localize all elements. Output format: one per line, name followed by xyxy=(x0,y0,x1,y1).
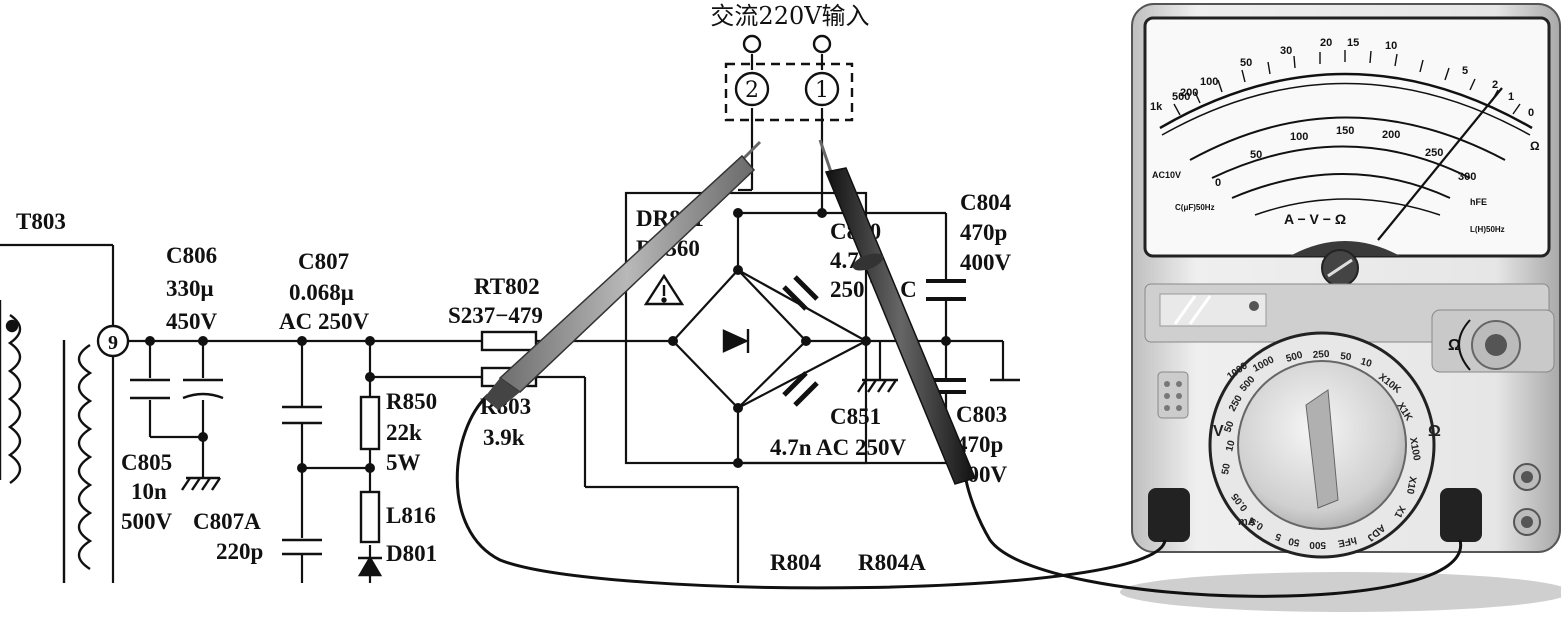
dial-ohm-symbol: Ω xyxy=(1428,423,1441,440)
c805-value: 10n xyxy=(131,479,167,504)
r850-power: 5W xyxy=(386,450,421,475)
plug-red-probe[interactable] xyxy=(1148,488,1190,542)
r850-name: R850 xyxy=(386,389,437,414)
warning-icon xyxy=(643,273,685,306)
t803-label: T803 xyxy=(16,209,66,234)
dial-range-x1: X1 xyxy=(1391,504,1407,520)
dial-range-50v: 50 xyxy=(1340,351,1353,363)
scale-dcv-150: 150 xyxy=(1336,125,1354,137)
terminal-post-2 xyxy=(742,34,762,54)
dial-range-x10: X10 xyxy=(1404,475,1418,495)
r804-label: R804 xyxy=(770,550,822,575)
scale-dcv-200: 200 xyxy=(1382,129,1400,141)
c804-voltage: 400V xyxy=(960,250,1012,275)
scale-top-2: 2 xyxy=(1492,79,1498,91)
c803-name: C803 xyxy=(956,402,1007,427)
junction-dots xyxy=(145,208,951,473)
dial-range-5ma: 5 xyxy=(1274,530,1283,542)
input-title: 交流220V输入 xyxy=(710,2,869,30)
scale-top-15: 15 xyxy=(1347,37,1359,49)
scale-top-100: 100 xyxy=(1200,76,1218,88)
scale-left-200: 200 xyxy=(1180,87,1198,99)
meter-display xyxy=(1143,16,1551,258)
dial-range-500ma: 500 xyxy=(1309,539,1326,550)
dial-range-500v: 500 xyxy=(1285,350,1304,365)
c804-value: 470p xyxy=(960,220,1007,245)
c851-value: 4.7n AC 250V xyxy=(770,435,906,460)
r850-value: 22k xyxy=(386,420,422,445)
d801-label: D801 xyxy=(386,541,437,566)
dial-range-10acv: 10 xyxy=(1224,439,1237,453)
probe-leads xyxy=(455,393,1462,598)
label-ac10v: AC10V xyxy=(1152,170,1181,180)
pin-9-label: 9 xyxy=(108,332,118,354)
label-hfe: hFE xyxy=(1470,197,1487,207)
rt802-name: RT802 xyxy=(474,274,540,299)
scale-left-1k: 1k xyxy=(1150,101,1163,113)
scale-top-5: 5 xyxy=(1462,65,1468,77)
dial-v-symbol: V xyxy=(1213,423,1224,440)
terminal-1 xyxy=(804,71,840,107)
dial-range-10v: 10 xyxy=(1359,356,1373,370)
input-terminal-box xyxy=(724,62,854,122)
needle-pivot-cover xyxy=(1290,241,1400,256)
scale-dcv-50: 50 xyxy=(1250,149,1262,161)
probe-grey[interactable] xyxy=(484,140,762,410)
c806-name: C806 xyxy=(166,243,217,268)
c807-name: C807 xyxy=(298,249,349,274)
terminal-2 xyxy=(734,71,770,107)
transformer-windings xyxy=(0,300,93,583)
plug-black-probe[interactable] xyxy=(1440,488,1482,542)
scale-dcv-100: 100 xyxy=(1290,131,1308,143)
r803-value: 3.9k xyxy=(483,425,525,450)
c807a-name: C807A xyxy=(193,509,261,534)
c805-voltage: 500V xyxy=(121,509,173,534)
ohm-adjust-label: Ω xyxy=(1448,337,1461,354)
l816-label: L816 xyxy=(386,503,436,528)
terminal-2-label: 2 xyxy=(745,78,759,103)
scale-top-30: 30 xyxy=(1280,45,1292,57)
label-inductance: L(H)50Hz xyxy=(1470,225,1505,234)
dial-range-x100: X100 xyxy=(1407,437,1422,462)
scale-top-500: 500 xyxy=(1172,91,1190,103)
dial-range-50acv: 50 xyxy=(1222,419,1236,434)
c807-voltage: AC 250V xyxy=(279,309,369,334)
dial-ma-symbol: mA xyxy=(1238,516,1256,528)
dial-range-50ma: 50 xyxy=(1287,535,1300,548)
scale-dcv-250: 250 xyxy=(1425,147,1443,159)
scale-top-50: 50 xyxy=(1240,57,1252,69)
dial-range-250v: 250 xyxy=(1312,349,1330,361)
scale-top-20: 20 xyxy=(1320,37,1332,49)
c851-name: C851 xyxy=(830,404,881,429)
multimeter: 500 100 50 30 20 15 10 5 2 1 0 1k 200 0 … xyxy=(1120,3,1561,612)
scale-dcv-300: 300 xyxy=(1458,171,1476,183)
dial-range-50ua: 50 xyxy=(1220,462,1233,475)
schematic-wires xyxy=(0,54,1005,583)
c804-name: C804 xyxy=(960,190,1012,215)
r804a-label: R804A xyxy=(858,550,926,575)
c806-voltage: 450V xyxy=(166,309,218,334)
c807-value: 0.068μ xyxy=(289,280,354,305)
probe-black[interactable] xyxy=(818,139,977,485)
label-capacitance: C(μF)50Hz xyxy=(1175,203,1215,212)
range-selector-pointer xyxy=(1305,389,1339,509)
scale-top-0: 0 xyxy=(1528,107,1534,119)
c805-name: C805 xyxy=(121,450,172,475)
ground-symbols xyxy=(181,378,1020,491)
scale-top-10: 10 xyxy=(1385,40,1397,52)
meter-scale-arcs xyxy=(1159,72,1533,216)
dial-range-hfe: hFE xyxy=(1337,534,1358,549)
scale-dcv-0: 0 xyxy=(1215,177,1221,189)
pin-9-node xyxy=(96,324,130,358)
terminal-1-label: 1 xyxy=(815,78,829,103)
terminal-post-1 xyxy=(812,34,832,54)
meter-needle xyxy=(1377,87,1503,241)
label-ohm-unit: Ω xyxy=(1530,139,1540,153)
c806-value: 330μ xyxy=(166,276,214,301)
label-avo: A − V − Ω xyxy=(1284,211,1346,227)
c807a-value: 220p xyxy=(216,539,263,564)
scale-top-1: 1 xyxy=(1508,91,1514,103)
rt802-part: S237−479 xyxy=(448,303,543,328)
